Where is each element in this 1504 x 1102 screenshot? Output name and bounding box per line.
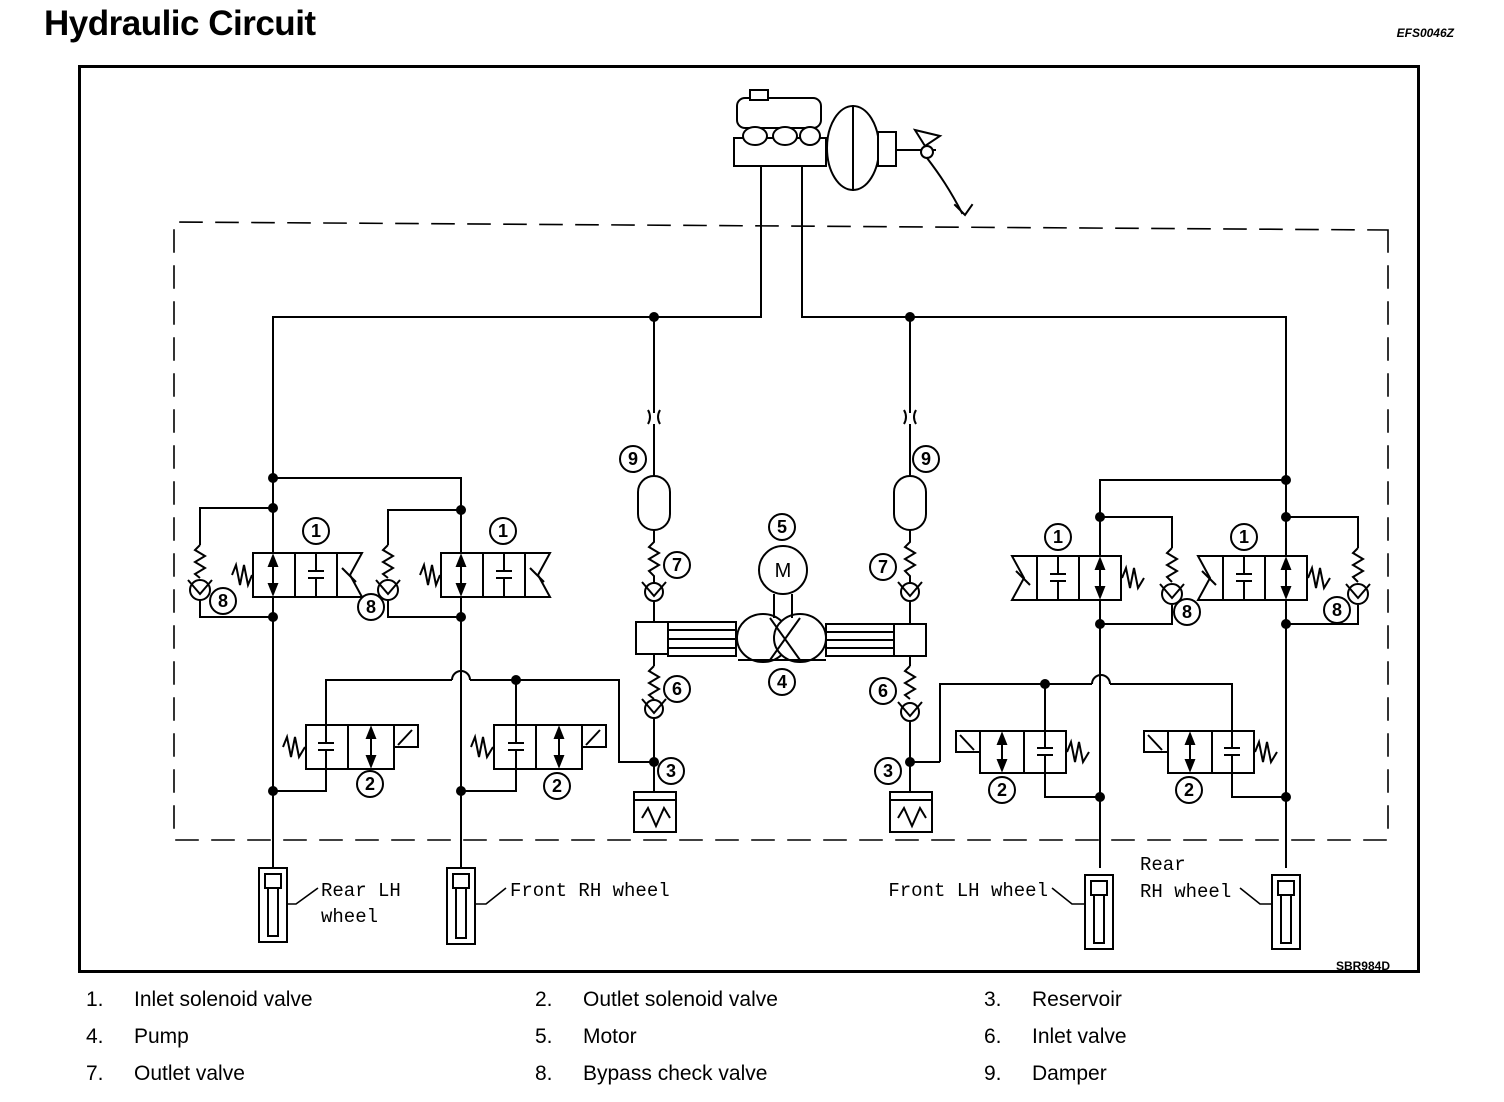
legend-label: Damper (1032, 1062, 1107, 1085)
label-rear-rh-line1: Rear (1140, 854, 1186, 876)
callout-8: 8 (1332, 600, 1342, 620)
legend-number: 3. (984, 988, 1002, 1011)
label-front-rh: Front RH wheel (510, 880, 670, 902)
diagram-frame (78, 65, 1420, 973)
legend-number: 6. (984, 1025, 1002, 1048)
label-rear-rh-line2: RH wheel (1140, 881, 1231, 903)
page-title: Hydraulic Circuit (44, 4, 316, 43)
hydraulic-circuit-diagram: 1 1 1 1 2 2 2 2 8 8 8 8 9 9 7 7 6 6 3 3 … (173, 89, 1390, 973)
callout-2: 2 (365, 774, 375, 794)
legend-label: Inlet valve (1032, 1025, 1127, 1048)
rear-lh-wheel-cylinder (258, 867, 288, 943)
document-code: EFS0046Z (1396, 26, 1454, 40)
callout-6: 6 (672, 679, 682, 699)
motor-symbol: M (775, 560, 792, 582)
callout-2: 2 (997, 780, 1007, 800)
rear-rh-wheel-cylinder (1271, 874, 1301, 950)
callout-9: 9 (628, 449, 638, 469)
callout-7: 7 (672, 555, 682, 575)
legend-label: Pump (134, 1025, 189, 1048)
legend-label: Reservoir (1032, 988, 1122, 1011)
legend-label: Outlet solenoid valve (583, 988, 778, 1011)
label-front-lh: Front LH wheel (888, 880, 1048, 902)
brake-booster (826, 105, 897, 191)
callout-1: 1 (311, 521, 321, 541)
legend-number: 8. (535, 1062, 553, 1085)
legend-number: 5. (535, 1025, 553, 1048)
callout-2: 2 (552, 776, 562, 796)
left-circuit (187, 477, 654, 868)
legend-label: Bypass check valve (583, 1062, 768, 1085)
callout-2: 2 (1184, 780, 1194, 800)
callout-9: 9 (921, 449, 931, 469)
callout-8: 8 (218, 591, 228, 611)
callout-6: 6 (878, 681, 888, 701)
callout-8: 8 (366, 597, 376, 617)
legend-number: 2. (535, 988, 553, 1011)
legend-label: Inlet solenoid valve (134, 988, 313, 1011)
callout-1: 1 (1053, 527, 1063, 547)
callout-3: 3 (883, 761, 893, 781)
legend-number: 4. (86, 1025, 104, 1048)
electrical-boundary-dashed (173, 221, 1389, 841)
callout-3: 3 (666, 761, 676, 781)
right-circuit (910, 479, 1371, 868)
legend-label: Outlet valve (134, 1062, 245, 1085)
component-legend: 1. Inlet solenoid valve 2. Outlet soleno… (0, 982, 1504, 1097)
callout-1: 1 (498, 521, 508, 541)
callout-4: 4 (777, 672, 787, 692)
legend-label: Motor (583, 1025, 637, 1048)
callout-5: 5 (777, 517, 787, 537)
legend-number: 9. (984, 1062, 1002, 1085)
label-rear-lh-line2: wheel (321, 906, 378, 928)
figure-code: SBR984D (1336, 959, 1390, 973)
callout-1: 1 (1239, 527, 1249, 547)
callout-7: 7 (878, 557, 888, 577)
legend-number: 1. (86, 988, 104, 1011)
callout-8: 8 (1182, 602, 1192, 622)
front-lh-wheel-cylinder (1084, 874, 1114, 950)
pump-unit (633, 409, 933, 833)
front-rh-wheel-cylinder (446, 867, 476, 945)
label-rear-lh-line1: Rear LH (321, 880, 401, 902)
legend-number: 7. (86, 1062, 104, 1085)
master-cylinder (733, 89, 827, 167)
brake-pedal (895, 128, 974, 217)
